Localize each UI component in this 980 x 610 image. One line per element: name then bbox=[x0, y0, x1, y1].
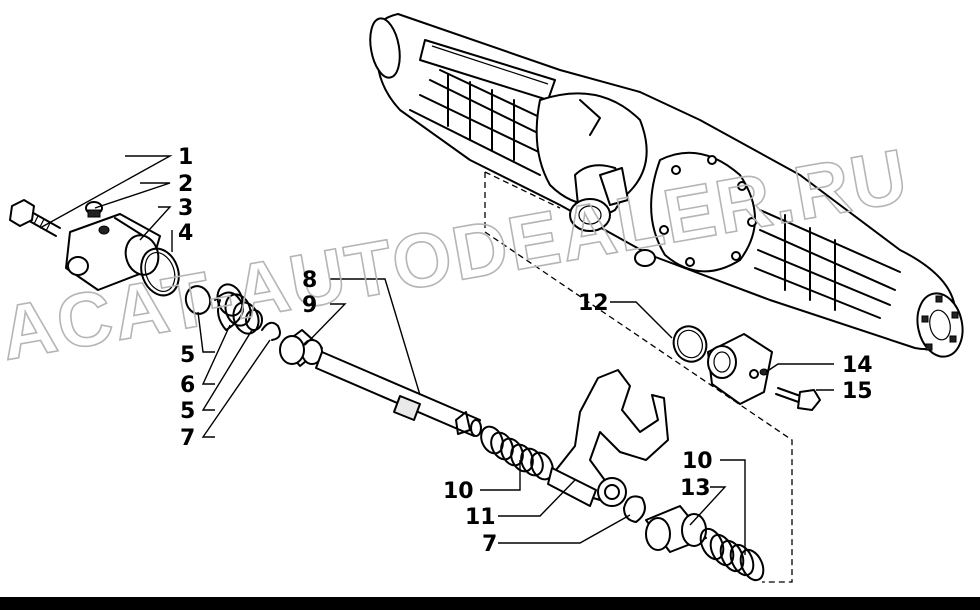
shift-rod-part-8 bbox=[315, 351, 482, 437]
callout-3: 3 bbox=[178, 196, 193, 221]
callout-11: 11 bbox=[465, 505, 496, 530]
spring-part-6 bbox=[214, 283, 260, 335]
bolt-part-15 bbox=[775, 387, 821, 411]
callout-2: 2 bbox=[178, 172, 193, 197]
ring-part-5a bbox=[184, 285, 212, 315]
callout-10-lower: 10 bbox=[682, 449, 713, 474]
callout-5-lower: 5 bbox=[180, 399, 195, 424]
cover-part bbox=[707, 333, 773, 405]
o-ring-part-12 bbox=[672, 325, 708, 363]
callout-1: 1 bbox=[178, 145, 193, 170]
bottom-border-band bbox=[0, 597, 980, 610]
callout-8: 8 bbox=[302, 268, 317, 293]
sleeve-part-13 bbox=[645, 505, 707, 553]
o-ring-part-4 bbox=[140, 247, 180, 297]
callout-6: 6 bbox=[180, 373, 195, 398]
plug-part-2 bbox=[85, 201, 103, 218]
circlip-part-7a bbox=[261, 321, 281, 341]
callout-9: 9 bbox=[302, 293, 317, 318]
housing-part-3 bbox=[65, 213, 161, 291]
callout-10-upper: 10 bbox=[443, 479, 474, 504]
assembly-frame bbox=[484, 171, 793, 583]
callout-5-upper: 5 bbox=[180, 343, 195, 368]
shift-fork-part-11 bbox=[547, 369, 669, 507]
plug-part-14 bbox=[759, 368, 769, 376]
callout-15: 15 bbox=[842, 379, 873, 404]
circlip-part-7b bbox=[623, 495, 646, 523]
sleeve-part-9 bbox=[279, 329, 323, 367]
callout-7-left: 7 bbox=[180, 426, 195, 451]
gearbox-housing bbox=[369, 13, 964, 358]
leader-lines bbox=[39, 155, 834, 555]
callout-12: 12 bbox=[578, 291, 609, 316]
callout-7-right: 7 bbox=[482, 532, 497, 557]
spring-part-10b bbox=[699, 527, 765, 582]
spring-part-10a bbox=[480, 425, 554, 481]
callout-4: 4 bbox=[178, 221, 193, 246]
bolt-part-1 bbox=[9, 199, 61, 237]
callout-13: 13 bbox=[680, 476, 711, 501]
callout-14: 14 bbox=[842, 353, 873, 378]
ring-part-5b bbox=[245, 309, 263, 331]
callout-labels: 1 2 3 4 5 6 5 7 8 9 10 11 7 12 14 15 10 … bbox=[178, 145, 873, 557]
